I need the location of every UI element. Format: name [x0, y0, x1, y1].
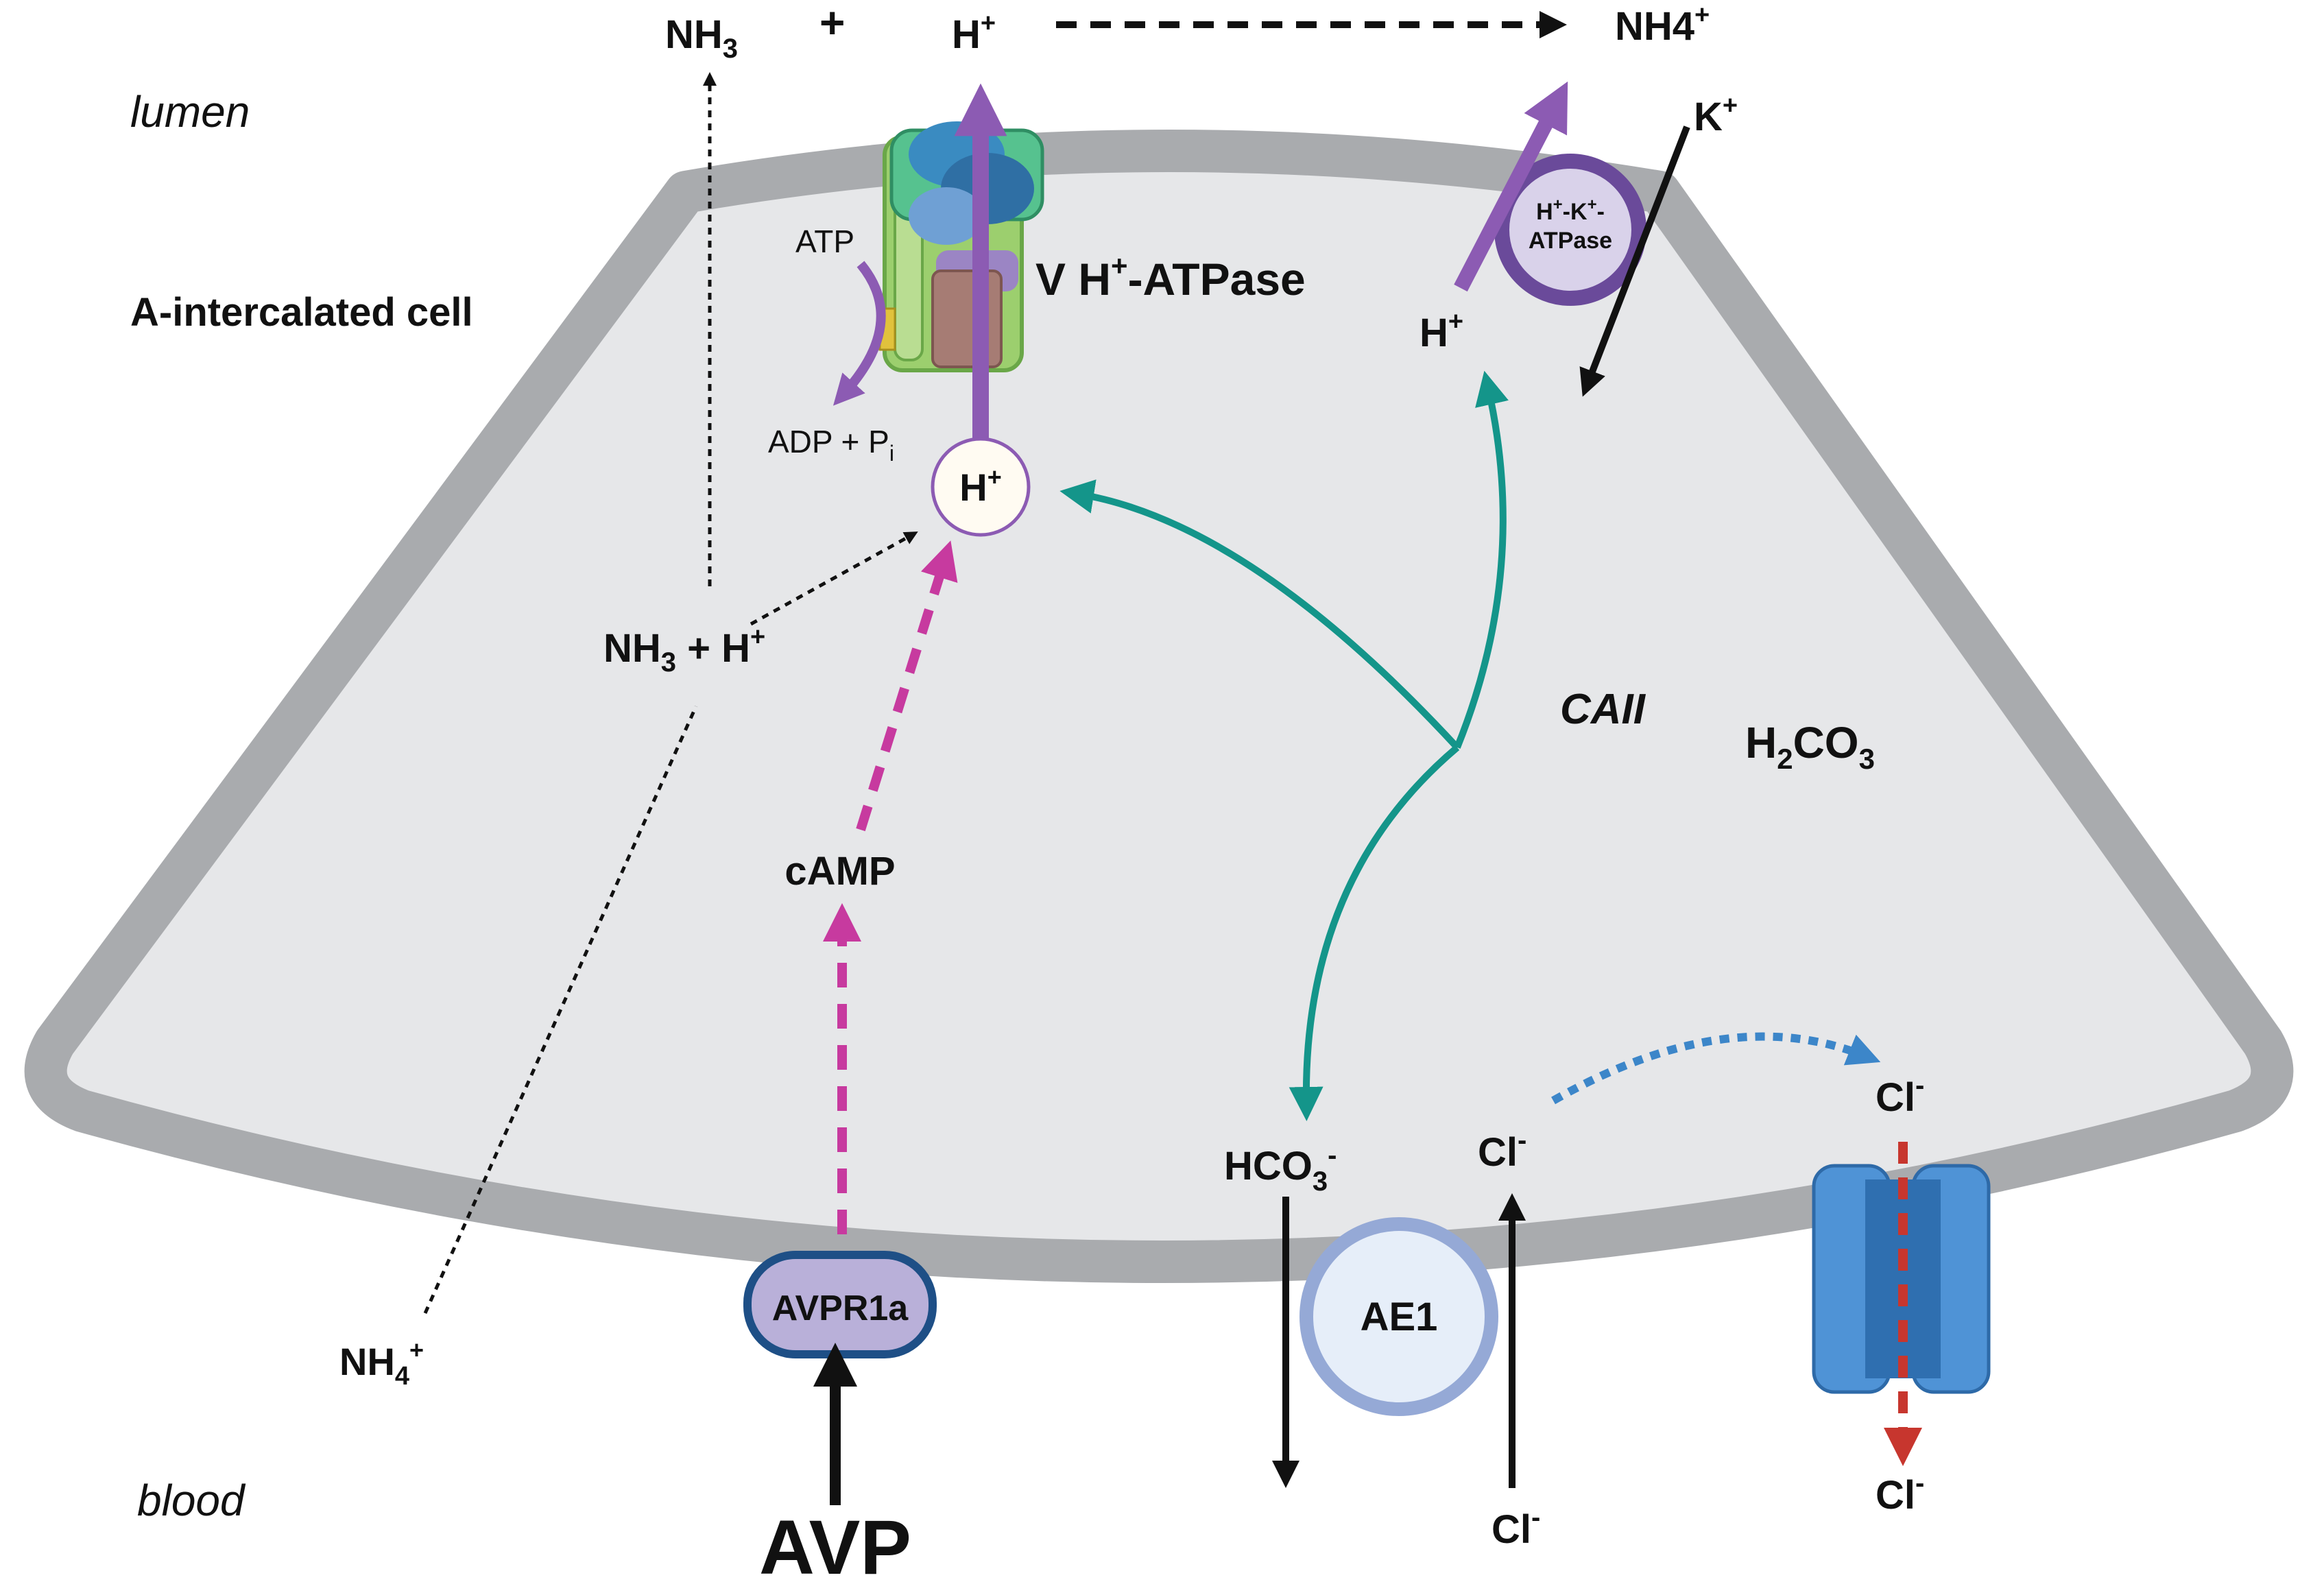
cl-right-label: Cl- [1876, 1070, 1924, 1120]
hk-atpase [1494, 154, 1646, 306]
cl-channel-out-label: Cl- [1876, 1468, 1924, 1518]
arrow-cl-recycle [1551, 1032, 1881, 1105]
blood-label: blood [137, 1476, 246, 1525]
atp-label: ATP [795, 224, 854, 259]
v-atpase-protein [878, 121, 1044, 372]
hk-h-label: H+ [1419, 307, 1463, 355]
hco3-label: HCO3- [1224, 1140, 1337, 1197]
arrow-hk-h-out [1454, 81, 1568, 292]
caii-label: CAII [1560, 686, 1646, 733]
ae1-transporter [1299, 1217, 1498, 1416]
cl-channel [1812, 1164, 1991, 1394]
v-atpase-label: V H+-ATPase [1035, 250, 1306, 304]
lumen-plus: + [819, 0, 845, 47]
camp-label: cAMP [784, 849, 895, 894]
adp-label: ADP + Pi [768, 424, 894, 466]
arrow-atp-to-adp [832, 261, 886, 406]
lumen-k: K+ [1694, 91, 1738, 139]
h2co3-label: H2CO3 [1745, 718, 1875, 775]
h-circle [931, 437, 1031, 537]
arrow-h-to-circle [750, 531, 918, 626]
cl-blood-label: Cl- [1492, 1502, 1540, 1552]
arrow-caii-to-h-hk [1454, 370, 1509, 749]
cell-title: A-intercalated cell [130, 290, 473, 335]
lumen-label: lumen [130, 87, 250, 136]
lumen-h: H+ [952, 9, 996, 57]
cl-inside-label: Cl- [1478, 1125, 1526, 1175]
hk-atpase-line2: ATPase [1529, 228, 1612, 254]
arrow-nh4-to-nh3 [423, 705, 698, 1315]
nh3-plus-h-label: NH3 + H+ [603, 623, 765, 678]
arrow-k-in [1579, 125, 1690, 397]
h-circle-label: H+ [959, 463, 1001, 509]
blood-nh4: NH4+ [339, 1336, 424, 1391]
lumen-nh4: NH4+ [1615, 1, 1710, 49]
arrow-camp-to-h [856, 540, 958, 832]
avpr1a-label: AVPR1a [772, 1289, 909, 1328]
lumen-nh3: NH3 [665, 12, 738, 64]
hk-atpase-line1: H+-K+- [1536, 195, 1605, 225]
avp-label: AVP [759, 1505, 911, 1582]
ae1-label: AE1 [1361, 1295, 1438, 1339]
arrow-caii-to-hco3 [1289, 745, 1460, 1121]
arrow-caii-to-h-circle [1059, 479, 1460, 750]
